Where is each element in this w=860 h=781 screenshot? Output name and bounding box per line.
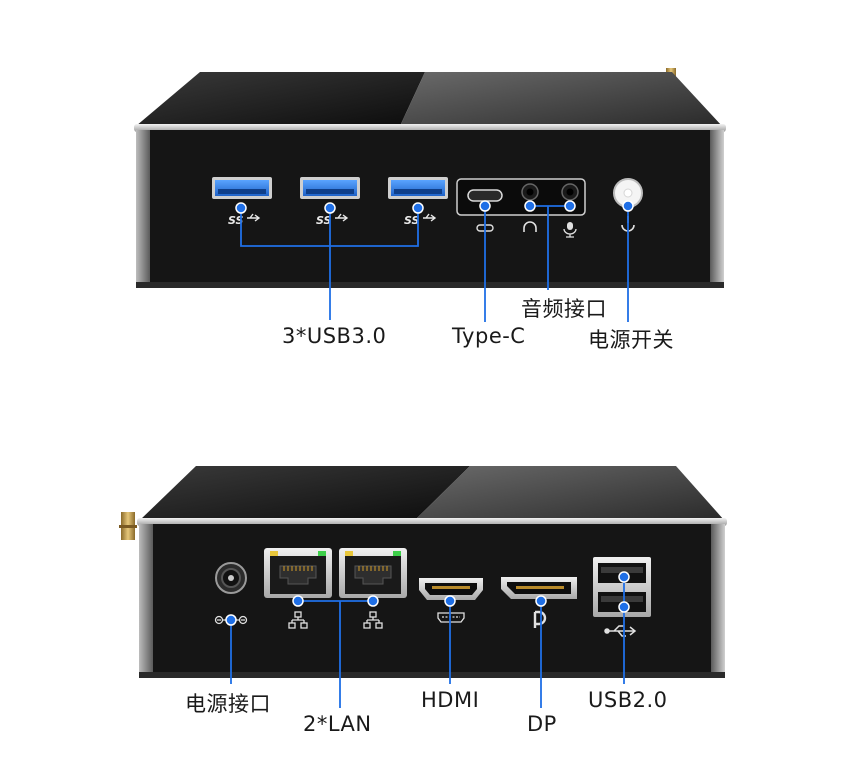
hdmi-icon	[437, 612, 465, 623]
usb-symbol-icon	[247, 213, 261, 222]
front-callout-dots	[235, 200, 634, 214]
label-usb2: USB2.0	[588, 688, 668, 712]
network-icon	[288, 611, 308, 629]
usb-icon	[604, 625, 637, 637]
usb3-port-3	[388, 177, 448, 199]
displayport-port	[501, 577, 577, 599]
rear-callouts	[230, 577, 625, 708]
network-icon	[363, 611, 383, 629]
label-dp: DP	[527, 712, 557, 736]
front-face	[136, 130, 724, 286]
label-power-switch: 电源开关	[588, 328, 674, 352]
ss-mark-2: SS	[316, 214, 332, 227]
rear-callout-dots	[225, 571, 630, 626]
front-top-right-panel	[400, 72, 722, 126]
label-dc-in: 电源接口	[185, 692, 271, 716]
type-c-port	[467, 189, 503, 202]
label-typec: Type-C	[452, 324, 526, 348]
front-callouts	[240, 205, 629, 322]
rear-top-right-panel	[415, 466, 724, 520]
usb3-port-1	[212, 177, 272, 199]
ss-mark-1: SS	[228, 214, 244, 227]
microphone-icon	[563, 222, 577, 238]
lan-port-1	[264, 548, 332, 598]
label-audio: 音频接口	[521, 297, 607, 321]
displayport-icon	[533, 610, 547, 628]
ss-mark-3: SS	[404, 214, 420, 227]
front-top-left-panel	[136, 72, 425, 126]
label-usb3: 3*USB3.0	[282, 324, 387, 348]
usb3-port-2	[300, 177, 360, 199]
usb-symbol-icon	[423, 213, 437, 222]
lan-port-2	[339, 548, 407, 598]
headphone-icon	[523, 221, 537, 232]
hdmi-port	[419, 578, 483, 600]
usb-symbol-icon	[335, 213, 349, 222]
front-device: SS SS SS	[134, 68, 726, 288]
dc-power-jack	[215, 562, 247, 594]
label-lan: 2*LAN	[303, 712, 372, 736]
rear-top-left-panel	[140, 466, 470, 520]
label-hdmi: HDMI	[421, 688, 480, 712]
rear-device	[119, 466, 727, 678]
